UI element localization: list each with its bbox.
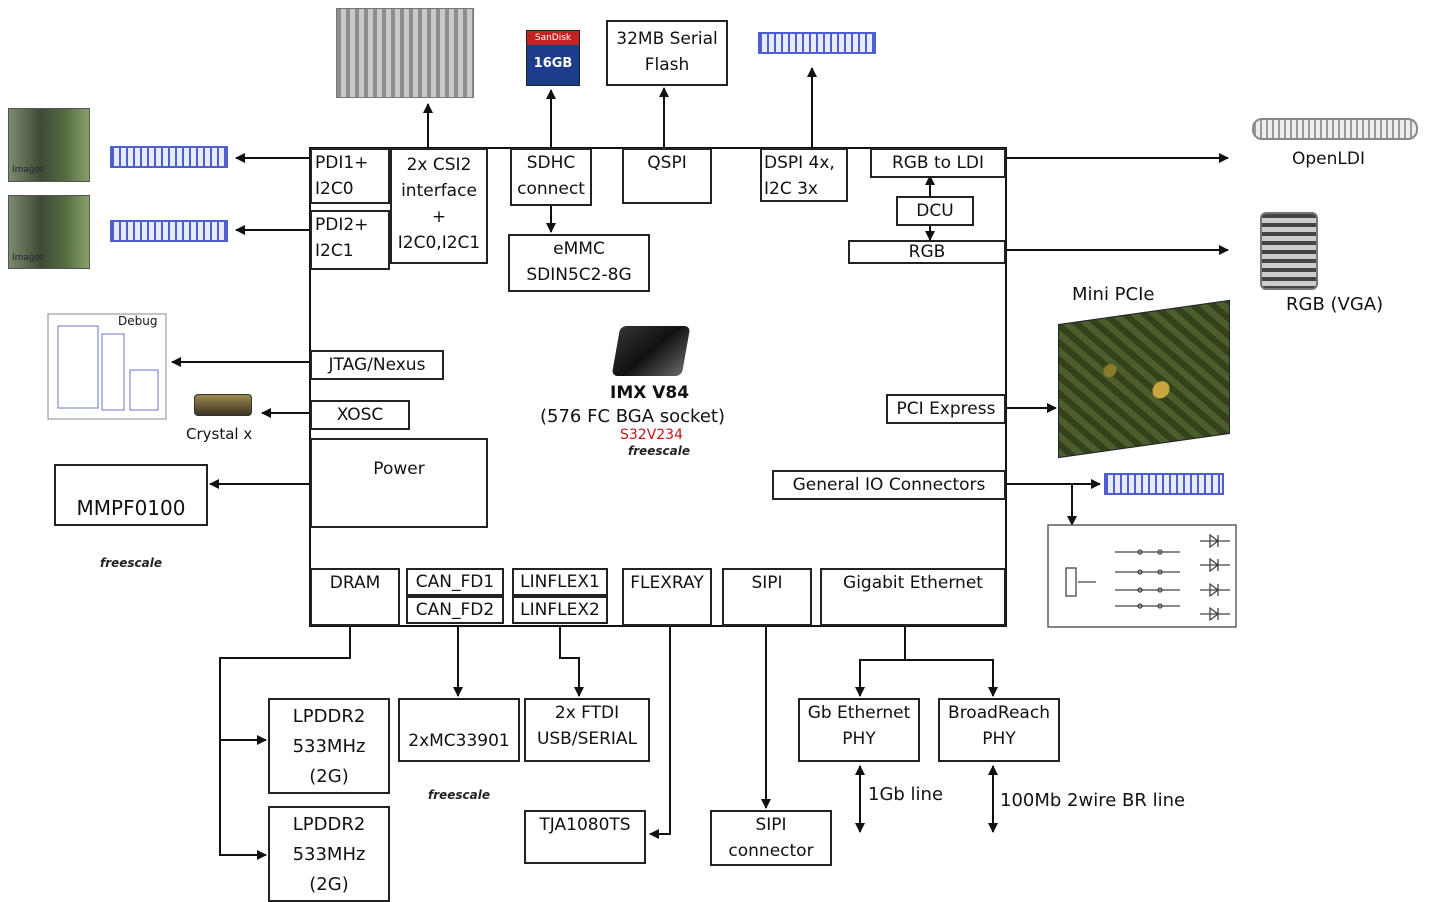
sipi-connector-box: SIPI connector: [710, 810, 832, 866]
chip-name: IMX V84: [610, 383, 690, 403]
general-io-block: General IO Connectors: [772, 470, 1006, 500]
csi2-block: 2x CSI2 interface + I2C0,I2C1: [390, 148, 488, 264]
jtag-block: JTAG/Nexus: [310, 350, 444, 380]
camera-bottom-connector-icon: [110, 220, 228, 242]
sd-brand: SanDisk: [527, 31, 579, 45]
general-io-connector-icon: [1104, 473, 1224, 495]
debug-board-drawing: [47, 313, 167, 420]
qspi-block: QSPI: [622, 148, 712, 204]
vga-caption: RGB (VGA): [1286, 294, 1384, 315]
rgb-block: RGB: [848, 240, 1006, 264]
sd-card-image: SanDisk 16GB: [526, 30, 580, 86]
br-line-label: 100Mb 2wire BR line: [1000, 790, 1186, 811]
minipcie-caption: Mini PCIe: [1072, 284, 1155, 305]
camera-top-caption: Imager: [12, 165, 44, 175]
sipi-block: SIPI: [722, 568, 812, 626]
debug-caption: Debug: [118, 314, 158, 328]
mmpf0100-label: MMPF0100: [76, 496, 186, 520]
crystal-image: [194, 394, 252, 416]
pci-express-block: PCI Express: [886, 394, 1006, 424]
dspi-block: DSPI 4x, I2C 3x: [760, 148, 848, 202]
mc33901-box: 2xMC33901 freescale: [398, 698, 520, 802]
camera-top-connector-icon: [110, 146, 228, 168]
lpddr2-a-box: LPDDR2 533MHz (2G): [268, 698, 390, 794]
dram-block: DRAM: [310, 568, 400, 626]
lpddr2-b-box: LPDDR2 533MHz (2G): [268, 806, 390, 902]
gb-line-label: 1Gb line: [868, 784, 944, 805]
xosc-block: XOSC: [310, 400, 410, 430]
dspi-connector-icon: [758, 32, 876, 54]
sd-capacity: 16GB: [533, 56, 573, 71]
serial-flash-box: 32MB Serial Flash: [606, 20, 728, 86]
minipcie-board-image: [1058, 299, 1230, 459]
mc33901-label: 2xMC33901: [408, 731, 510, 751]
csi2-connector-image: [336, 8, 474, 98]
sdhc-block: SDHC connect: [510, 148, 592, 206]
gigabit-ethernet-block: Gigabit Ethernet: [820, 568, 1006, 626]
pdi2-block: PDI2+ I2C1: [310, 210, 390, 270]
linflex1-block: LINFLEX1: [512, 568, 608, 596]
vga-connector-image: [1260, 212, 1318, 290]
tja1080ts-box: TJA1080TS: [524, 810, 646, 864]
rgb-to-ldi-block: RGB to LDI: [870, 148, 1006, 178]
power-block: Power: [310, 438, 488, 528]
linflex2-block: LINFLEX2: [512, 596, 608, 624]
chip-package: (576 FC BGA socket): [540, 406, 725, 427]
flexray-block: FLEXRAY: [622, 568, 712, 626]
crystal-caption: Crystal x: [186, 425, 253, 443]
mc33901-brand: freescale: [427, 788, 491, 802]
mmpf0100-brand: freescale: [99, 556, 163, 570]
openldi-connector-image: [1252, 118, 1418, 140]
pdi1-block: PDI1+ I2C0: [310, 148, 390, 204]
dcu-block: DCU: [896, 196, 974, 226]
mmpf0100-box: MMPF0100 freescale: [54, 464, 208, 570]
emmc-block: eMMC SDIN5C2-8G: [508, 234, 650, 292]
camera-bottom-image: [8, 195, 90, 269]
can-fd1-block: CAN_FD1: [406, 568, 504, 596]
ftdi-box: 2x FTDI USB/SERIAL: [524, 698, 650, 762]
camera-top-image: [8, 108, 90, 182]
chip-brand: freescale: [628, 444, 691, 458]
gb-phy-box: Gb Ethernet PHY: [798, 698, 920, 762]
openldi-caption: OpenLDI: [1292, 149, 1365, 169]
io-schematic: [1047, 524, 1237, 628]
broadreach-phy-box: BroadReach PHY: [938, 698, 1060, 762]
camera-bottom-caption: Imager: [12, 253, 44, 263]
can-fd2-block: CAN_FD2: [406, 596, 504, 624]
chip-part: S32V234: [620, 427, 683, 443]
chip-socket-image: [611, 326, 691, 376]
